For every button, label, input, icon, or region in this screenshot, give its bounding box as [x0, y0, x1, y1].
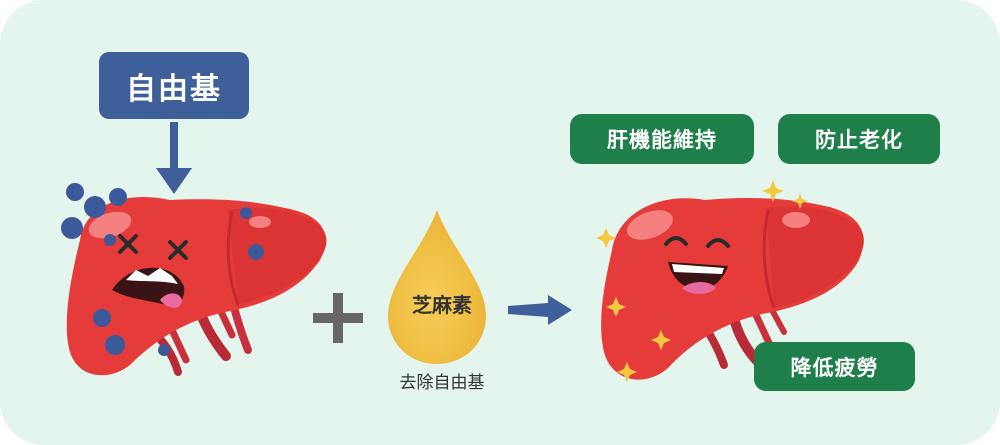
sesamin-label: 芝麻素	[412, 293, 472, 317]
plus-icon	[313, 293, 363, 343]
sesamin-droplet	[388, 210, 486, 364]
free-radical-label: 自由基	[99, 52, 249, 119]
down-arrow-icon	[156, 122, 192, 194]
benefit-reduce-fatigue: 降低疲勞	[754, 342, 915, 391]
benefit-anti-aging: 防止老化	[778, 114, 940, 164]
sesamin-caption: 去除自由基	[399, 373, 485, 393]
healthy-liver	[601, 198, 864, 380]
damaged-liver	[61, 183, 327, 376]
right-arrow-icon	[508, 295, 572, 325]
sparkle-icon	[596, 180, 808, 382]
benefit-liver-function: 肝機能維持	[570, 114, 754, 164]
